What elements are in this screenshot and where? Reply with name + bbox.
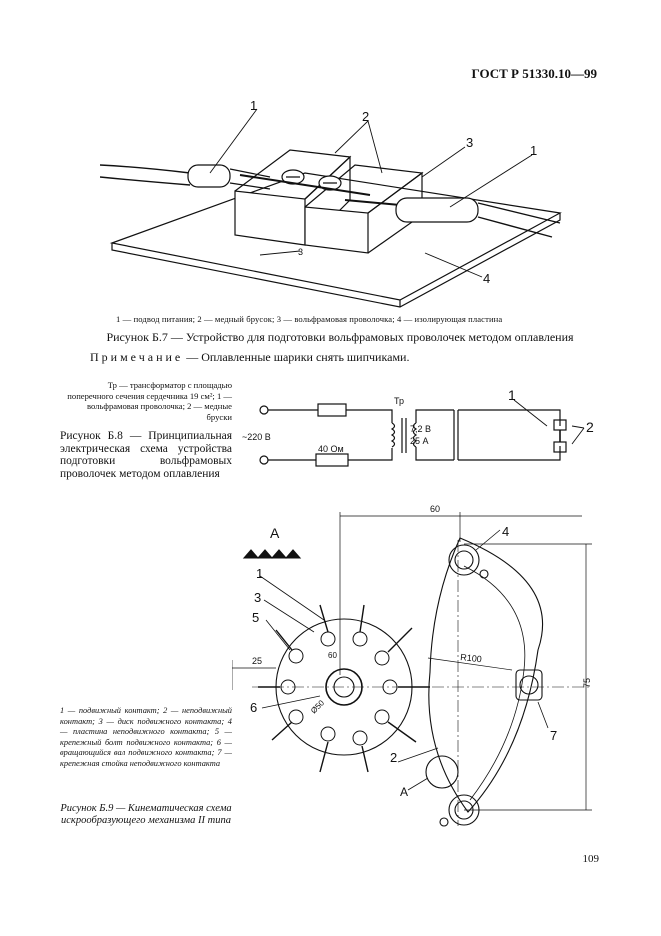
document-header: ГОСТ Р 51330.10—99 (471, 66, 597, 81)
b9-callout-6: 6 (250, 700, 257, 715)
b8-callout-1: 1 (508, 388, 516, 403)
figure-b9-legend: 1 — подвижный контакт; 2 — неподвижный к… (60, 706, 232, 768)
note-label: Примечание (90, 350, 184, 364)
view-a-label-2: А (400, 785, 408, 799)
resistor-label: 40 Ом (318, 444, 344, 454)
b9-callout-5: 5 (252, 610, 259, 625)
dim-60-inner: 60 (328, 651, 337, 660)
dim-r100: R100 (460, 652, 482, 664)
figure-b7-title: Рисунок Б.7 — Устройство для подготовки … (106, 330, 574, 344)
page-number: 109 (582, 853, 600, 865)
dim-60-top: 60 (430, 504, 440, 514)
figure-b7-drawing: 1 2 3 1 4 3 (100, 98, 562, 308)
figure-b9-title: Рисунок Б.9 — Кинематическая схема искро… (60, 803, 232, 826)
note-text: — Оплавленные шарики снять шипчиками. (183, 350, 410, 364)
dim-d50: Ø50 (309, 698, 326, 715)
b9-callout-3: 3 (254, 590, 261, 605)
supply-label: ~220 В (242, 432, 271, 442)
b8-callout-2: 2 (586, 419, 594, 435)
figure-b7-legend: 1 — подвод питания; 2 — медный брусок; 3… (116, 314, 503, 324)
b9-callout-2: 2 (390, 750, 397, 765)
figure-b8-legend: Тр — трансформатор с площадью поперечног… (67, 380, 232, 422)
callout-1b: 1 (530, 143, 537, 158)
callout-4: 4 (483, 271, 490, 286)
callout-3: 3 (466, 135, 473, 150)
callout-1a: 1 (250, 98, 257, 113)
figure-b8-schematic: ~220 В 40 Ом Тр 7,2 В 25 А 1 2 (242, 388, 594, 467)
view-a-label: А (270, 525, 280, 541)
b9-callout-4: 4 (502, 524, 509, 539)
transformer-label: Тр (394, 396, 404, 406)
b9-callout-1: 1 (256, 566, 263, 581)
voltage-label: 7,2 В (410, 424, 431, 434)
callout-2: 2 (362, 109, 369, 124)
figure-b8-title: Рисунок Б.8 — Принципиальная электрическ… (60, 430, 232, 480)
dim-3: 3 (298, 247, 303, 257)
dim-25: 25 (252, 656, 262, 666)
figure-b9-drawing: А 60 25 60 Ø50 R100 75 А 1 3 5 6 4 (232, 504, 592, 827)
current-label: 25 А (410, 436, 429, 446)
b9-callout-7: 7 (550, 728, 557, 743)
note: Примечание — Оплавленные шарики снять ши… (90, 350, 610, 365)
dim-75: 75 (582, 678, 592, 688)
